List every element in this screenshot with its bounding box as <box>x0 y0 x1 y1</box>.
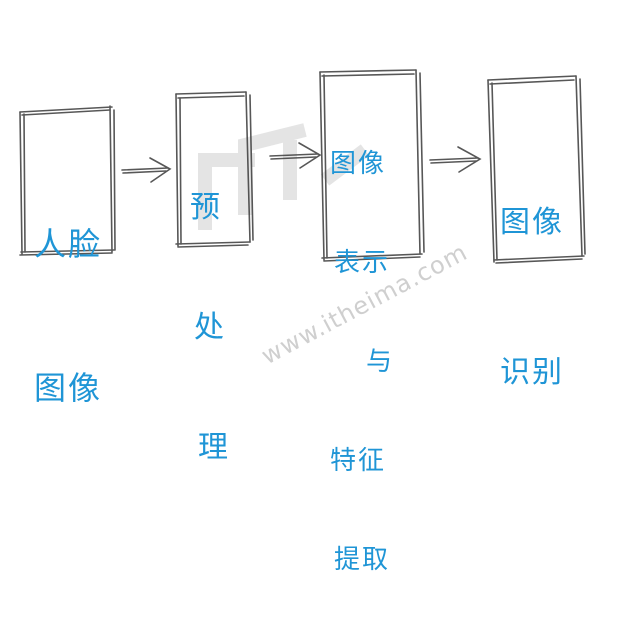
label-line: 图像 <box>330 149 387 179</box>
box-recognition <box>487 75 586 264</box>
label-face-image: 人脸 图像 <box>34 124 102 508</box>
label-line: 人脸 <box>34 225 103 263</box>
label-recognition: 图像 识别 <box>500 98 564 498</box>
sketch-drawing <box>19 69 586 264</box>
label-line: 与 <box>366 347 395 377</box>
box-feature <box>319 69 425 262</box>
box-face-image <box>19 105 116 256</box>
label-line: 提取 <box>334 545 391 575</box>
label-line: 图像 <box>34 369 103 407</box>
label-line: 图像 <box>500 205 564 240</box>
watermark-logo-icon <box>198 123 370 230</box>
arrow-2 <box>269 142 322 169</box>
label-line: 表示 <box>334 248 391 278</box>
arrow-1 <box>121 157 172 183</box>
label-line: 识别 <box>500 355 564 390</box>
arrow-3 <box>429 146 482 173</box>
flow-diagram: 人脸 图像 预 处 理 图像 表示 与 特征 提取 图像 识别 www.ithe… <box>19 69 586 575</box>
label-preprocess: 预 处 理 <box>190 108 236 548</box>
box-preprocess <box>175 91 254 248</box>
label-line: 预 <box>190 190 222 225</box>
label-feature: 图像 表示 与 特征 提取 <box>330 82 394 643</box>
label-line: 特征 <box>330 446 387 476</box>
label-line: 处 <box>194 310 226 345</box>
label-line: 理 <box>198 430 230 465</box>
